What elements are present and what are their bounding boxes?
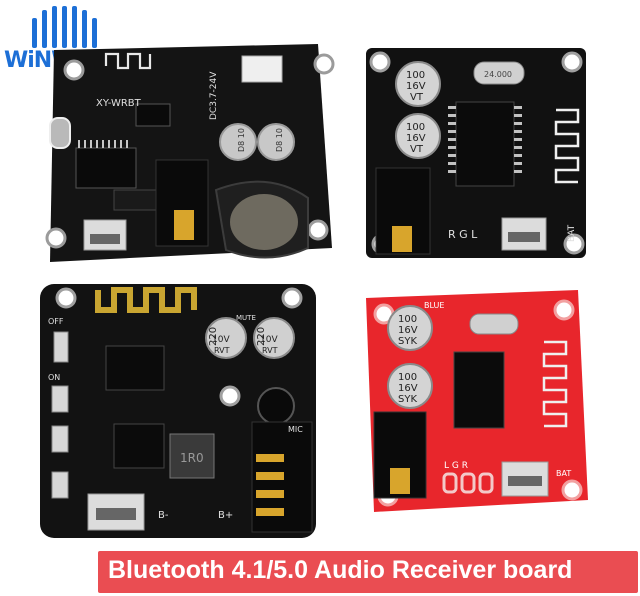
board3-cap2-bot: RVT (262, 346, 278, 355)
board4-bat-label: BAT (556, 469, 571, 478)
board4-cap2-top: 100 (398, 372, 417, 383)
board4-cap1-mid: 16V (398, 325, 418, 336)
product-board-xy-wrbt: D8 10 D8 10 XY-WRBT DC3.7-24V (45, 44, 335, 262)
board3-bminus-label: B- (158, 510, 169, 521)
board3-mute-label: MUTE (236, 314, 256, 322)
board1-name-label: XY-WRBT (96, 98, 142, 109)
board2-cap1-mid: 16V (406, 81, 426, 92)
board3-cap2-mid: 10V (260, 335, 278, 345)
board2-pin-labels: R G L (448, 228, 478, 241)
svg-text:D8 10: D8 10 (275, 128, 284, 152)
board2-cap1-bot: VT (410, 92, 424, 103)
board4-pin-labels: L G R (444, 461, 468, 471)
board3-cap2-top: 220 (256, 327, 267, 346)
board3-cap1-mid: 10V (212, 335, 230, 345)
board3-cap1-bot: RVT (214, 346, 230, 355)
board3-bplus-label: B+ (218, 510, 233, 521)
board3-cap1-top: 220 (208, 327, 219, 346)
product-board-vhm: 220 10V RVT 220 10V RVT 1R0 OFF ON MUTE … (40, 284, 316, 538)
board3-inductor-label: 1R0 (180, 451, 204, 465)
product-board-red: 100 16V SYK 100 16V SYK BLUE L G R BAT S… (362, 290, 588, 512)
product-board-bt-receiver: 100 16V VT 100 16V VT 24.000 R G L BAT (366, 48, 586, 258)
board1-power-label: DC3.7-24V (209, 71, 219, 120)
svg-text:D8 10: D8 10 (237, 128, 246, 152)
board3-on-label: ON (48, 373, 60, 382)
logo-bars-icon (32, 6, 97, 48)
board2-crystal-label: 24.000 (484, 70, 512, 79)
caption-banner: Bluetooth 4.1/5.0 Audio Receiver board (98, 551, 638, 593)
board4-blue-label: BLUE (424, 301, 444, 310)
board2-cap1-top: 100 (406, 70, 425, 81)
board2-cap2-bot: VT (410, 144, 424, 155)
board3-off-label: OFF (48, 317, 64, 326)
board4-cap2-bot: SYK (398, 394, 417, 405)
board2-bat-label: BAT (567, 224, 577, 242)
board4-cap1-bot: SYK (398, 336, 417, 347)
caption-text: Bluetooth 4.1/5.0 Audio Receiver board (108, 556, 573, 584)
board4-cap1-top: 100 (398, 314, 417, 325)
board4-spk-label: SPK (362, 436, 370, 450)
board2-cap2-mid: 16V (406, 133, 426, 144)
board3-mic-label: MIC (288, 425, 303, 434)
board2-cap2-top: 100 (406, 122, 425, 133)
board4-cap2-mid: 16V (398, 383, 418, 394)
